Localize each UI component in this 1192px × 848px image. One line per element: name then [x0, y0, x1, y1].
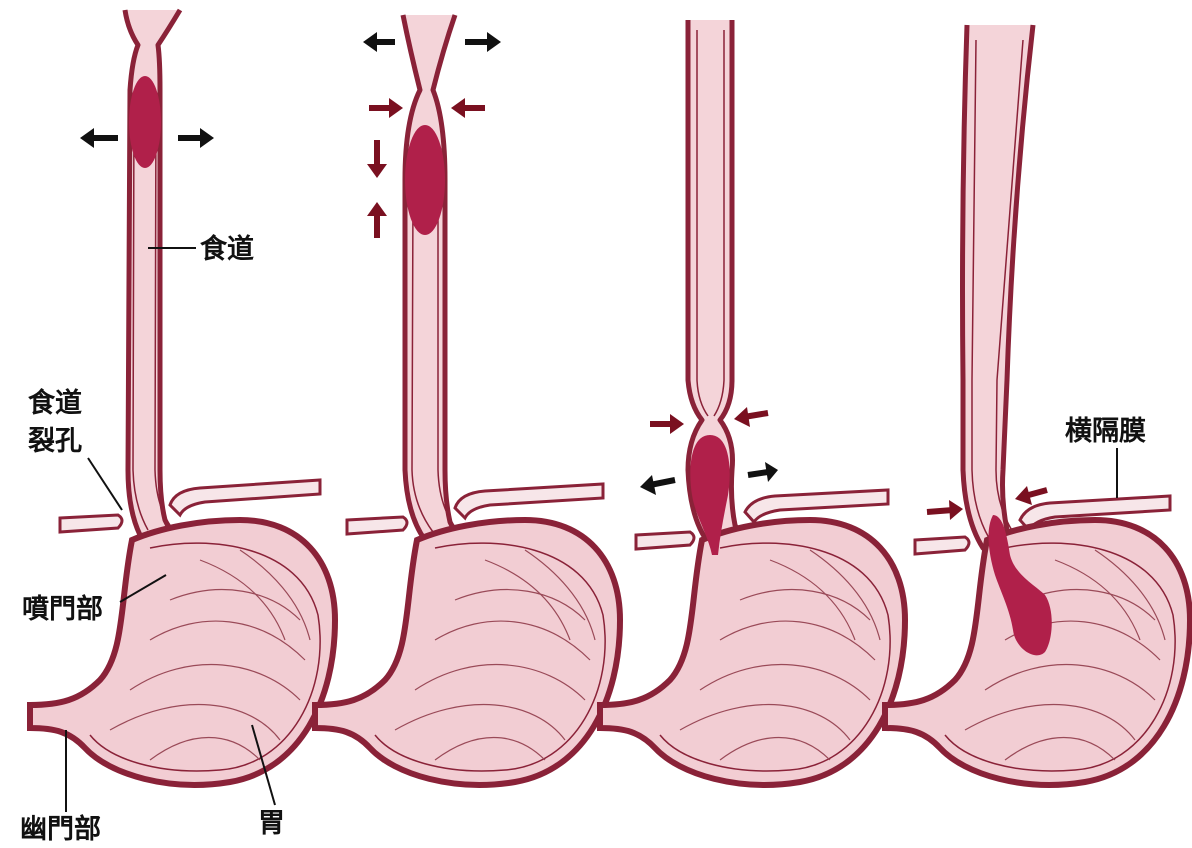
panel-1: 食道 食道 裂孔 噴門部 幽門部 胃: [20, 10, 335, 845]
food-bolus: [129, 76, 161, 168]
esophagus: [403, 15, 465, 562]
stomach: [30, 520, 335, 785]
label-stomach: 胃: [258, 808, 285, 839]
panel-3: [600, 20, 905, 785]
label-hiatus-line1: 食道: [28, 387, 82, 419]
label-pylorus: 幽門部: [20, 813, 101, 845]
stomach: [315, 520, 620, 785]
stomach: [600, 520, 905, 785]
label-esophagus: 食道: [200, 233, 254, 265]
esophagus: [963, 25, 1034, 570]
panel-2: [315, 15, 620, 785]
label-hiatus-line2: 裂孔: [28, 426, 82, 457]
label-diaphragm: 横隔膜: [1065, 416, 1146, 447]
panel-4: 横隔膜: [885, 25, 1190, 785]
food-bolus: [405, 125, 445, 235]
label-cardia: 噴門部: [22, 593, 103, 625]
